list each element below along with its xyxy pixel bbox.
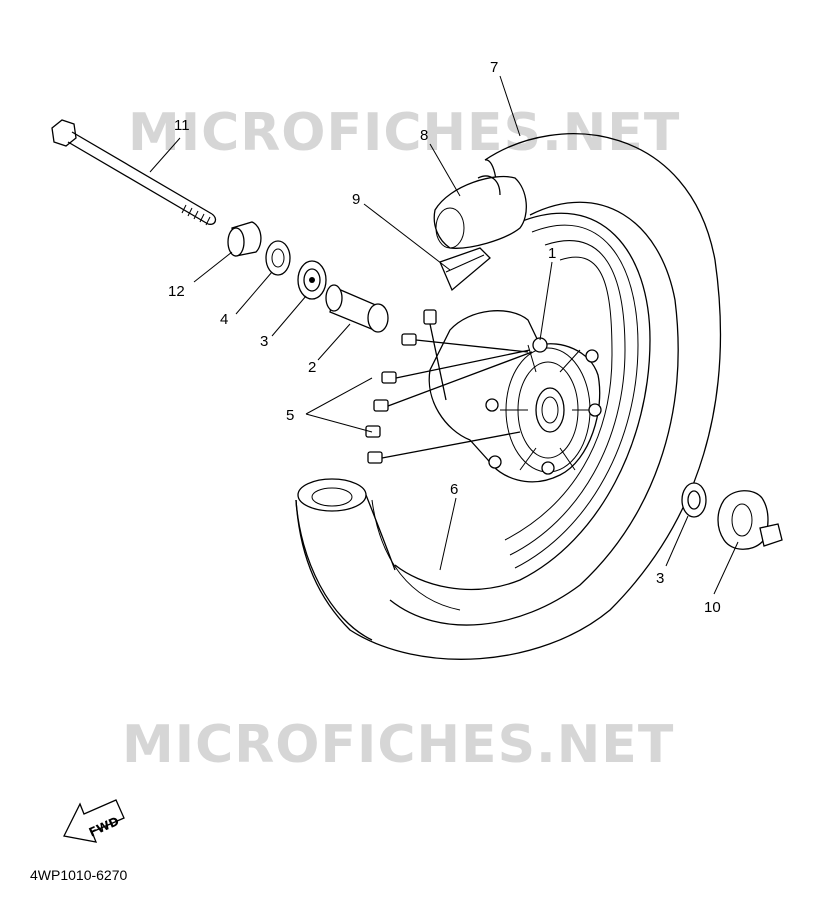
callout-4: 4 xyxy=(220,311,228,328)
fwd-arrow-icon: FWD xyxy=(63,799,125,843)
callout-12: 12 xyxy=(168,283,185,300)
diagram-reference-code: 4WP1010-6270 xyxy=(30,867,128,883)
axle-illustration xyxy=(51,119,217,226)
callout-8: 8 xyxy=(420,127,428,144)
callout-9: 9 xyxy=(352,191,360,208)
tire-illustration xyxy=(295,133,722,660)
meter-gear-illustration xyxy=(717,490,783,550)
cast-wheel-illustration xyxy=(394,212,651,591)
callout-2: 2 xyxy=(308,359,316,376)
watermark-top: MICROFICHES.NET xyxy=(128,103,680,163)
spacer-illustration xyxy=(325,284,389,333)
balance-weights-illustration xyxy=(365,309,533,464)
watermark-bottom: MICROFICHES.NET xyxy=(122,715,674,775)
callout-10: 10 xyxy=(704,599,721,616)
tube-illustration xyxy=(433,175,527,249)
bearing-right-illustration xyxy=(681,482,707,518)
callout-11: 11 xyxy=(174,117,190,134)
oil-seal-illustration xyxy=(265,240,291,276)
leader-lines xyxy=(149,75,739,595)
callout-3-right: 3 xyxy=(656,570,664,587)
callout-6: 6 xyxy=(450,481,458,498)
callout-7: 7 xyxy=(490,59,498,76)
bearing-left-illustration xyxy=(297,260,327,300)
collar-illustration xyxy=(227,221,262,257)
rim-band-illustration xyxy=(439,247,491,292)
callout-1: 1 xyxy=(548,245,556,262)
callout-3-left: 3 xyxy=(260,333,268,350)
callout-5: 5 xyxy=(286,407,294,424)
